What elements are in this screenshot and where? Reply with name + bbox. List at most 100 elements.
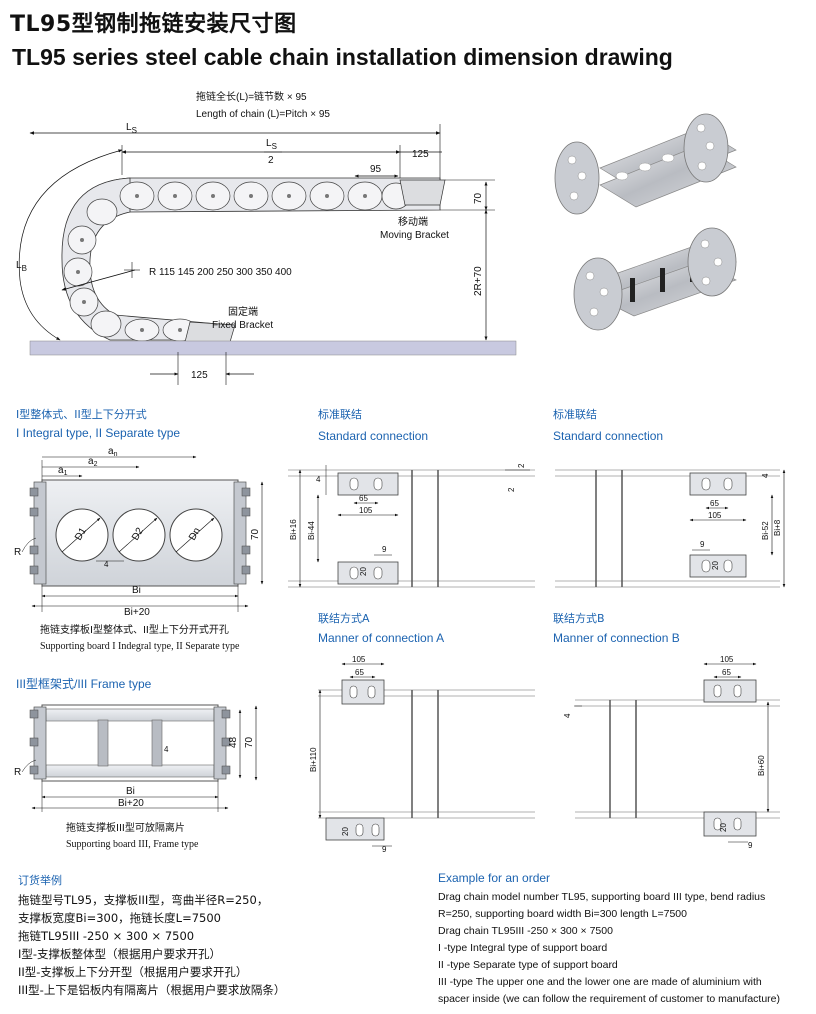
order-en-line3: Drag chain TL95III -250 × 300 × 7500: [438, 925, 613, 937]
sc2-bi8-label: Bi+8: [773, 519, 782, 536]
height-70-label: 70: [473, 192, 484, 204]
ca-bi110-label: Bi+110: [309, 747, 318, 772]
board3-height-48: 48: [228, 736, 239, 748]
standard-connection-1-drawing: 65 105 4 2 2 Bi+16 Bi-44 9 20: [288, 463, 535, 588]
sc2-9-label: 9: [700, 540, 705, 549]
ca-105-label: 105: [352, 655, 366, 664]
connection-b-drawing: 105 65 4 Bi+60 20 9: [563, 655, 780, 850]
sc1-65-label: 65: [359, 494, 368, 503]
end-length-125-label: 125: [412, 149, 429, 160]
board3-caption-cn: 拖链支撑板III型可放隔离片: [66, 821, 185, 834]
cb-4-label: 4: [563, 713, 572, 718]
title-chinese: TL95型钢制拖链安装尺寸图: [10, 12, 297, 37]
board3-r-label: R: [14, 767, 21, 778]
type3-heading: III型框架式/III Frame type: [16, 677, 152, 691]
order-en-line6: III -type The upper one and the lower on…: [438, 976, 762, 988]
std-conn1-heading-en: Standard connection: [318, 429, 428, 443]
sc1-9-label: 9: [382, 545, 387, 554]
order-en-line1: Drag chain model number TL95, supporting…: [438, 891, 765, 903]
title-english: TL95 series steel cable chain installati…: [12, 44, 673, 70]
ls-label: LS: [126, 122, 137, 135]
height-2r70-label: 2R+70: [473, 266, 484, 296]
sc1-bi44-label: Bi-44: [307, 521, 316, 540]
gap-4-label: 4: [104, 560, 109, 569]
sc2-105-label: 105: [708, 511, 722, 520]
moving-bracket-cn: 移动端: [398, 215, 428, 228]
sc1-105-label: 105: [359, 506, 373, 515]
standard-connection-2-drawing: 65 105 4 Bi-52 Bi+8 9 20: [555, 469, 786, 588]
order-en-line4: I -type Integral type of support board: [438, 942, 607, 954]
board3-caption-en: Supporting board III, Frame type: [66, 839, 199, 850]
board3-height-70: 70: [244, 736, 255, 748]
conn-b-heading-en: Manner of connection B: [553, 631, 680, 645]
order-cn-title: 订货举例: [18, 873, 62, 887]
ca-20-label: 20: [341, 827, 350, 836]
board3-bi20: Bi+20: [118, 798, 144, 809]
order-en-line5: II -type Separate type of support board: [438, 959, 618, 971]
conn-b-heading-cn: 联结方式B: [553, 611, 605, 625]
order-cn-line4: I型-支撑板整体型（根据用户要求开孔）: [18, 947, 221, 961]
svg-text:LS: LS: [266, 138, 277, 151]
order-cn-line2: 支撑板宽度Bi=300，拖链长度L=7500: [18, 911, 221, 925]
order-en-title: Example for an order: [438, 871, 550, 885]
ca-65-label: 65: [355, 668, 364, 677]
supporting-board-type12-drawing: D1 D2 Dn an a2 a1 4 R 70 Bi Bi+20 拖链支撑板I…: [14, 446, 264, 652]
product-photo-top: [554, 113, 737, 215]
conn-a-heading-en: Manner of connection A: [318, 631, 444, 645]
board1-bi20: Bi+20: [124, 607, 150, 618]
sc2-65-label: 65: [710, 499, 719, 508]
conn-a-heading-cn: 联结方式A: [318, 611, 370, 625]
order-cn-line1: 拖链型号TL95，支撑板III型，弯曲半径R=250，: [18, 893, 268, 907]
type12-heading-en: I Integral type, II Separate type: [16, 426, 180, 440]
order-en-line7: spacer inside (we can follow the require…: [438, 993, 780, 1005]
board1-caption-cn: 拖链支撑板I型整体式、II型上下分开式开孔: [40, 623, 229, 636]
order-cn-line3: 拖链TL95III -250 × 300 × 7500: [18, 929, 194, 943]
order-cn-line5: II型-支撑板上下分开型（根据用户要求开孔）: [18, 965, 247, 979]
fixed-bracket-cn: 固定端: [228, 305, 258, 318]
board3-bi: Bi: [126, 786, 135, 797]
board1-height-70: 70: [250, 528, 261, 540]
sc1-2b-label: 2: [507, 487, 516, 492]
ca-9-label: 9: [382, 845, 387, 854]
sc1-2a-label: 2: [517, 463, 526, 468]
sc2-bi52-label: Bi-52: [761, 521, 770, 540]
board3-gap-4: 4: [164, 745, 169, 754]
connection-a-drawing: 105 65 Bi+110 20 9: [309, 655, 535, 854]
std-conn2-heading-en: Standard connection: [553, 429, 663, 443]
cb-65-label: 65: [722, 668, 731, 677]
sc1-4-label: 4: [316, 475, 321, 484]
chain-length-formula-en: Length of chain (L)=Pitch × 95: [196, 109, 330, 120]
std-conn2-heading-cn: 标准联结: [553, 407, 597, 421]
moving-bracket-en: Moving Bracket: [380, 230, 449, 241]
sc2-20-label: 20: [711, 561, 720, 570]
an-label: an: [108, 446, 118, 458]
cb-20-label: 20: [719, 823, 728, 832]
order-example-en: Example for an order Drag chain model nu…: [438, 871, 780, 1005]
r-label: R: [14, 547, 21, 558]
order-example-cn: 订货举例 拖链型号TL95，支撑板III型，弯曲半径R=250， 支撑板宽度Bi…: [18, 873, 285, 997]
lb-label: LB: [16, 260, 27, 273]
pitch-label: 95: [370, 164, 382, 175]
sc2-4-label: 4: [761, 473, 770, 478]
cb-bi60-label: Bi+60: [757, 755, 766, 776]
sc1-bi16-label: Bi+16: [289, 519, 298, 540]
fixed-bracket-en: Fixed Bracket: [212, 320, 273, 331]
board1-bi: Bi: [132, 585, 141, 596]
a2-label: a2: [88, 456, 98, 468]
radius-list: R 115 145 200 250 300 350 400: [149, 267, 292, 278]
type12-heading-cn: I型整体式、II型上下分开式: [16, 407, 147, 421]
chain-length-formula-cn: 拖链全长(L)=链节数 × 95: [196, 90, 307, 103]
supporting-board-type3-drawing: 4 R 48 70 Bi Bi+20 拖链支撑板III型可放隔离片 Suppor…: [14, 704, 258, 850]
bottom-125-label: 125: [191, 370, 208, 381]
product-photo-bottom: [573, 227, 737, 331]
svg-text:2: 2: [268, 155, 274, 166]
order-cn-line6: III型-上下是铝板内有隔离片（根据用户要求放隔条）: [18, 983, 285, 997]
main-installation-drawing: 拖链全长(L)=链节数 × 95 Length of chain (L)=Pit…: [16, 90, 517, 385]
cb-9-label: 9: [748, 841, 753, 850]
ls-half-label: LS 2: [264, 138, 282, 166]
order-en-line2: R=250, supporting board width Bi=300 len…: [438, 908, 687, 920]
sc1-20-label: 20: [359, 567, 368, 576]
board1-caption-en: Supporting board I Indegral type, II Sep…: [40, 641, 240, 652]
std-conn1-heading-cn: 标准联结: [318, 407, 362, 421]
